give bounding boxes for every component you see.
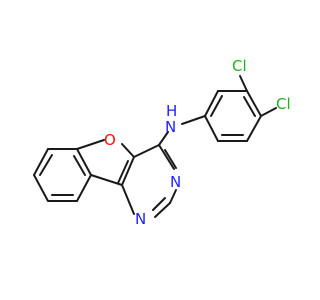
bond-pyr-n-c — [169, 189, 177, 204]
molecule-structure-diagram: Cl Cl N H O N N — [33, 57, 291, 228]
bond-furan-c-benzo — [90, 174, 123, 186]
bond-phenyl-4 — [246, 115, 262, 142]
pyrimidine-nitrogen-lower: N — [135, 210, 146, 228]
bond-benzo-3-inner — [73, 155, 86, 176]
bond-furan-c-o — [76, 139, 105, 150]
bond-benzo-1-inner — [39, 154, 53, 176]
bond-furan-c-c — [121, 156, 135, 186]
bond-furan-c-c-inner — [117, 160, 129, 184]
bond-benzo-6 — [33, 174, 49, 202]
atom-labels: Cl Cl N H O N N — [104, 57, 291, 228]
bond-pyr-c-n — [158, 144, 175, 170]
bond-phenyl-3-inner — [243, 96, 256, 117]
bond-furan-o-c — [121, 143, 135, 158]
pyrimidine-nitrogen-upper: N — [170, 173, 181, 191]
bond-pyr-c-c — [133, 144, 160, 158]
bond-benzo-3 — [76, 148, 92, 176]
bond-phenyl-3 — [246, 90, 262, 117]
bond-benzo-1 — [33, 148, 49, 176]
amine-nitrogen-atom: N — [165, 118, 176, 136]
bond-c-cl-top — [239, 75, 248, 92]
bond-pyr-c-n2 — [154, 202, 171, 218]
chlorine-atom-right: Cl — [276, 95, 291, 113]
bond-phenyl-6 — [204, 115, 219, 142]
bond-pyr-n-c2 — [121, 184, 135, 215]
bond-c-cl-right — [260, 107, 277, 117]
bond-phenyl-1-inner — [210, 95, 223, 117]
amine-hydrogen-atom: H — [166, 102, 177, 120]
bond-nh-aryl — [181, 115, 206, 125]
bond-pyr-c-n-inner — [164, 149, 177, 169]
bond-pyr-c-n2-inner — [152, 197, 166, 211]
bond-c-nh — [158, 131, 169, 146]
bond-benzo-4 — [76, 174, 92, 202]
bond-phenyl-1 — [204, 90, 219, 117]
furan-oxygen-atom: O — [104, 131, 116, 149]
chlorine-atom-top: Cl — [232, 57, 247, 75]
bond-lines — [33, 75, 277, 218]
